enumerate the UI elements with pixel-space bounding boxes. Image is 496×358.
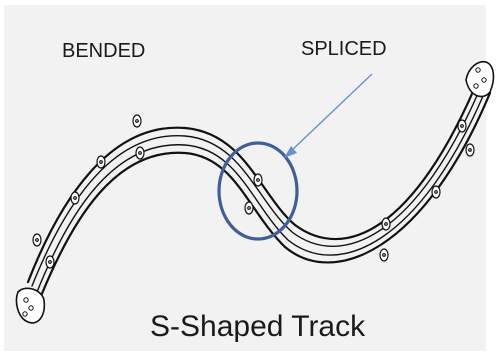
mounting-tab	[70, 191, 80, 205]
mounting-tab	[135, 146, 145, 160]
track-rail-upper	[31, 83, 483, 287]
mounting-tab	[32, 233, 42, 247]
track-rail-outer-bottom	[39, 91, 492, 298]
right-end-plate	[465, 60, 495, 98]
track-rails	[26, 78, 492, 298]
splice-highlight-circle	[217, 141, 299, 241]
mounting-tab	[431, 185, 441, 199]
mounting-tab	[132, 114, 142, 128]
splice-pointer-arrow	[284, 73, 373, 158]
mounting-tab	[244, 201, 254, 215]
bended-label: BENDED	[62, 40, 146, 62]
left-end-plate	[15, 287, 46, 324]
track-rail-outer-top	[26, 78, 480, 284]
track-rail-lower	[36, 88, 487, 293]
mounting-tab	[465, 143, 475, 157]
figure-title: S-Shaped Track	[150, 310, 366, 343]
mounting-tab	[45, 255, 55, 269]
mounting-tabs	[32, 114, 475, 269]
mounting-tab	[381, 217, 391, 231]
mounting-tab	[379, 248, 389, 262]
mounting-tab	[457, 119, 467, 133]
spliced-label: SPLICED	[301, 38, 387, 60]
mounting-tab	[96, 155, 106, 169]
mounting-tab	[253, 173, 263, 187]
